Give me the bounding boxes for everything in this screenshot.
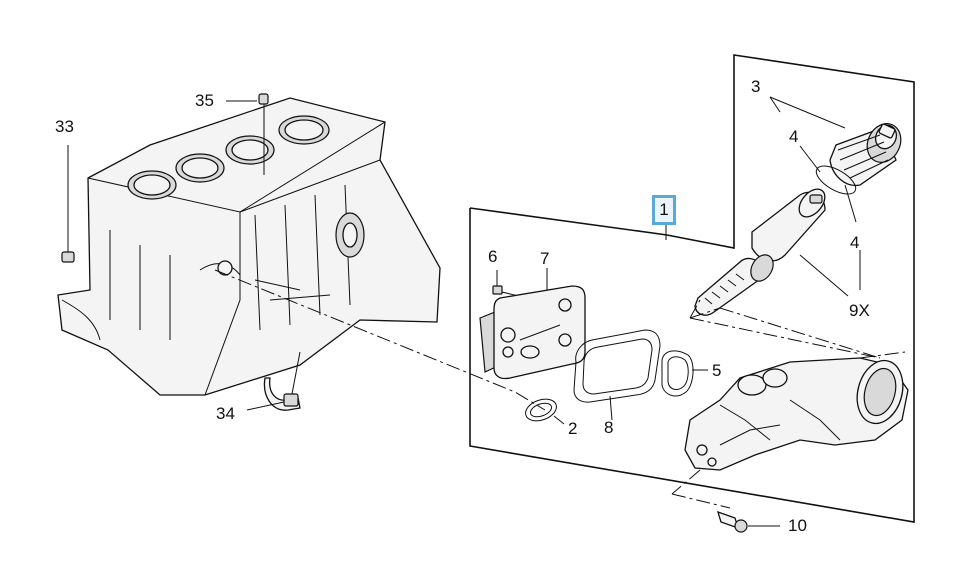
oil-filter-housing [671, 317, 909, 509]
callout-34: 34 [216, 404, 235, 423]
part-9x-valve [689, 254, 881, 359]
callout-3: 3 [751, 77, 761, 96]
callout-8: 8 [604, 418, 614, 437]
alignment-line [214, 269, 546, 411]
part-7-oil-cooler [479, 268, 586, 380]
part-2-o-ring [525, 398, 565, 425]
part-3-filter-cap [769, 96, 902, 187]
callout-6: 6 [488, 247, 498, 266]
callout-4-lower: 4 [850, 233, 860, 252]
part-9x-filter-element [751, 188, 849, 297]
part-4-o-ring-upper [799, 145, 857, 195]
callout-2: 2 [568, 419, 578, 438]
callout-7: 7 [540, 249, 550, 268]
part-34-sensor [246, 351, 301, 411]
part-10-bolt [717, 510, 780, 533]
callout-4-upper: 4 [789, 127, 799, 146]
part-5-gasket [661, 350, 708, 397]
callout-5: 5 [712, 361, 722, 380]
part-33-plug [61, 145, 75, 263]
callout-1: 1 [652, 195, 676, 225]
assembly-frame [469, 54, 915, 523]
callout-10: 10 [788, 516, 807, 535]
callout-9x: 9X [849, 301, 870, 320]
part-35-plug [258, 93, 269, 175]
callout-35: 35 [195, 91, 214, 110]
engine-block [57, 97, 441, 396]
callout-33: 33 [55, 117, 74, 136]
part-8-gasket [573, 329, 661, 421]
